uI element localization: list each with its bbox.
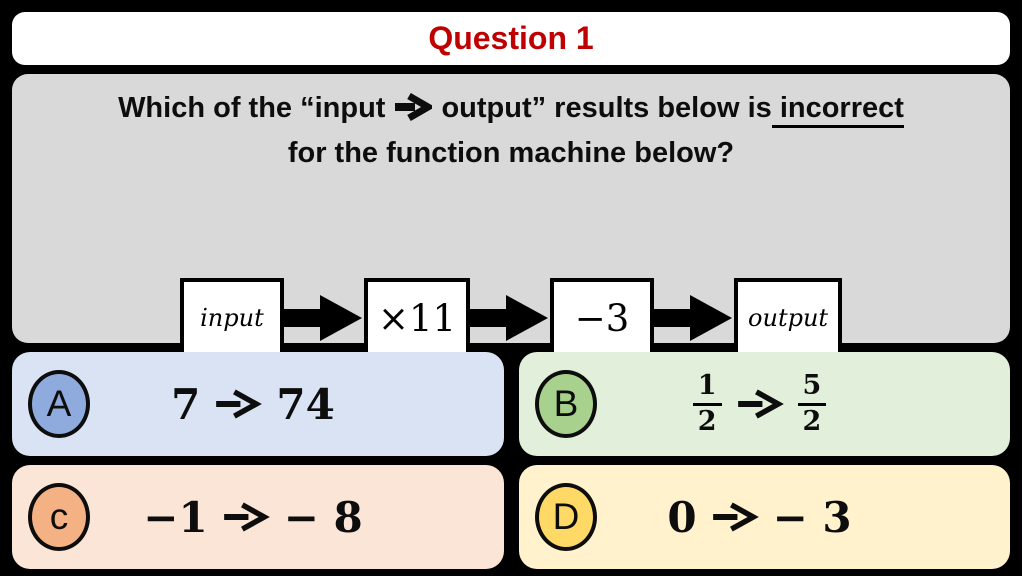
answer-letter-badge: B <box>535 370 597 438</box>
answer-option-a[interactable]: A 7 74 <box>12 352 504 456</box>
answer-c-value: −1 − 8 <box>90 493 416 542</box>
block-arrow-icon <box>283 295 362 341</box>
machine-output-box: output <box>734 278 843 358</box>
underlined-word: incorrect <box>771 92 904 128</box>
fraction-denominator: 2 <box>797 402 827 438</box>
answer-option-c[interactable]: c −1 − 8 <box>12 465 504 569</box>
answer-d-lhs: 0 <box>667 492 697 542</box>
answer-option-d[interactable]: D 0 − 3 <box>519 465 1010 569</box>
question-text: Which of the “input output” results below… <box>12 86 1010 176</box>
right-arrow-icon <box>737 389 784 419</box>
answer-d-rhs: − 3 <box>772 492 852 542</box>
fraction-numerator: 1 <box>697 370 717 402</box>
answer-letter: B <box>553 383 579 424</box>
block-arrow-icon <box>470 295 549 341</box>
answer-c-rhs: − 8 <box>283 492 363 542</box>
right-arrow-icon <box>223 502 270 532</box>
block-arrow-icon <box>654 295 733 341</box>
question-line-2: for the function machine below? <box>287 137 735 169</box>
fraction-denominator: 2 <box>692 402 722 438</box>
answer-a-rhs: 74 <box>276 379 335 429</box>
question-line-1: Which of the “input output” results below… <box>12 86 1010 131</box>
question-number-title: Question 1 <box>428 20 594 56</box>
answer-a-lhs: 7 <box>171 379 201 429</box>
answer-c-lhs: −1 <box>143 492 208 542</box>
fraction-numerator: 5 <box>802 370 822 402</box>
question-line1-before: Which of the “input <box>118 92 386 124</box>
machine-step1-box: ×11 <box>363 278 471 358</box>
answer-letter: D <box>552 496 580 537</box>
machine-step2-box: −3 <box>550 278 655 358</box>
answer-letter: A <box>46 383 72 424</box>
question-line1-after: output” results below is <box>441 92 772 124</box>
answer-letter-badge: D <box>535 483 597 551</box>
function-machine: input ×11 −3 output <box>12 278 1010 358</box>
right-arrow-icon <box>395 92 436 122</box>
title-bar: Question 1 <box>12 12 1010 65</box>
answer-d-value: 0 − 3 <box>597 493 922 542</box>
answer-letter-badge: c <box>28 483 90 551</box>
question-box: Which of the “input output” results below… <box>12 74 1010 358</box>
answer-letter-badge: A <box>28 370 90 438</box>
answer-letter: c <box>49 496 69 537</box>
machine-input-box: input <box>179 278 284 358</box>
right-arrow-icon <box>216 389 263 419</box>
answer-a-value: 7 74 <box>90 380 416 429</box>
right-arrow-icon <box>712 502 759 532</box>
